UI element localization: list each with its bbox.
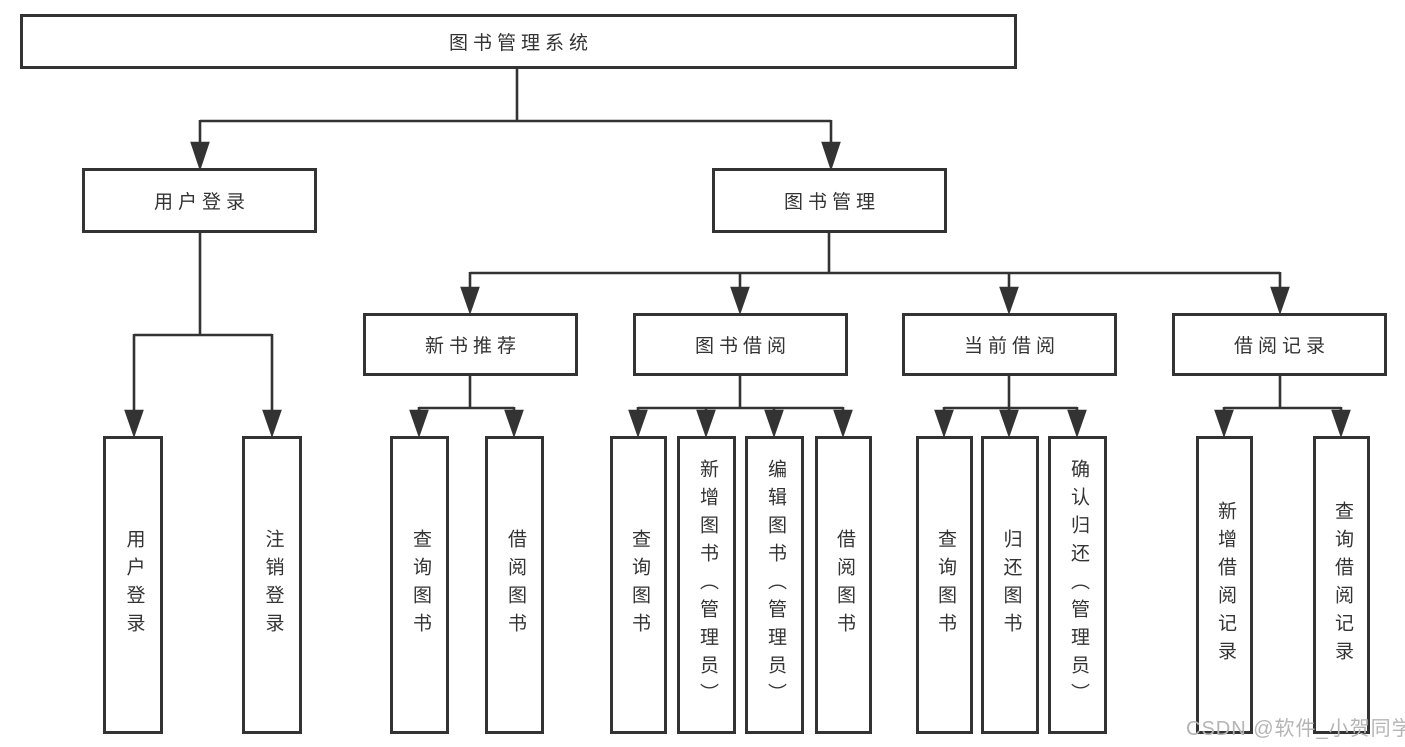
arrowhead-icon (764, 409, 784, 438)
leaf-borrow-books-recommend: 借阅图书 (485, 436, 544, 734)
node-label: 借阅图书 (504, 529, 526, 641)
node-label: 注销登录 (262, 529, 284, 641)
connector-current-borrowing-branch (934, 376, 1087, 438)
arrowhead-icon (628, 409, 648, 438)
connector-borrowing-records-branch (1214, 376, 1351, 438)
csdn-watermark: CSDN @软件_小贺同学 (1186, 718, 1405, 740)
node-label: 归还图书 (1000, 529, 1022, 641)
arrowhead-icon (460, 286, 480, 315)
node-label: 当前借阅 (963, 336, 1060, 357)
node-label: 图书借阅 (694, 336, 791, 357)
arrowhead-icon (262, 409, 282, 438)
connector-new-book-recommendation-branch (409, 376, 524, 438)
leaf-user-login: 用户登录 (103, 436, 163, 734)
arrowhead-icon (1270, 286, 1290, 315)
node-root-system: 图书管理系统 (20, 14, 1017, 69)
arrowhead-icon (730, 286, 750, 315)
leaf-confirm-return-admin: 确认归还（管理员） (1048, 436, 1107, 734)
node-label: 查询借阅记录 (1331, 501, 1353, 669)
connector-book-management-branch (460, 233, 1290, 315)
leaf-return-books: 归还图书 (981, 436, 1039, 734)
arrowhead-icon (504, 409, 524, 438)
node-label: 图书管理系统 (448, 33, 593, 54)
connector-book-borrowing-branch (628, 376, 853, 438)
arrowhead-icon (999, 409, 1019, 438)
node-book-borrowing: 图书借阅 (633, 313, 848, 376)
node-label: 确认归还（管理员） (1067, 459, 1089, 711)
node-current-borrowing: 当前借阅 (902, 313, 1117, 376)
arrowhead-icon (821, 141, 841, 172)
node-label: 新增借阅记录 (1214, 501, 1236, 669)
node-label: 查询图书 (934, 529, 956, 641)
node-label: 编辑图书（管理员） (764, 459, 786, 711)
node-label: 查询图书 (409, 529, 431, 641)
node-label: 借阅图书 (833, 529, 855, 641)
leaf-add-borrow-record: 新增借阅记录 (1196, 436, 1253, 734)
node-label: 查询图书 (628, 529, 650, 641)
node-book-management: 图书管理 (712, 168, 947, 233)
node-label: 用户登录 (123, 529, 145, 641)
leaf-query-borrow-record: 查询借阅记录 (1313, 436, 1370, 734)
leaf-query-books-current: 查询图书 (916, 436, 973, 734)
node-label: 图书管理 (783, 192, 880, 213)
node-label: 新书推荐 (424, 336, 521, 357)
node-new-book-recommendation: 新书推荐 (363, 313, 578, 376)
node-user-login: 用户登录 (82, 168, 317, 233)
arrowhead-icon (696, 409, 716, 438)
arrowhead-icon (1331, 409, 1351, 438)
node-borrowing-records: 借阅记录 (1172, 313, 1387, 376)
arrowhead-icon (1214, 409, 1234, 438)
arrowhead-icon (190, 141, 210, 172)
node-label: 借阅记录 (1233, 336, 1330, 357)
leaf-query-books-recommend: 查询图书 (390, 436, 449, 734)
connector-root-to-level2 (190, 69, 841, 172)
arrowhead-icon (124, 409, 144, 438)
arrowhead-icon (934, 409, 954, 438)
leaf-query-books-borrowing: 查询图书 (610, 436, 667, 734)
arrowhead-icon (1067, 409, 1087, 438)
leaf-borrow-books-borrowing: 借阅图书 (815, 436, 872, 734)
node-label: 新增图书（管理员） (696, 459, 718, 711)
arrowhead-icon (833, 409, 853, 438)
node-label: 用户登录 (153, 192, 250, 213)
leaf-edit-books-admin: 编辑图书（管理员） (745, 436, 804, 734)
connector-user-login-branch (124, 233, 282, 438)
leaf-logout: 注销登录 (242, 436, 302, 734)
leaf-add-books-admin: 新增图书（管理员） (677, 436, 736, 734)
arrowhead-icon (409, 409, 429, 438)
arrowhead-icon (999, 286, 1019, 315)
